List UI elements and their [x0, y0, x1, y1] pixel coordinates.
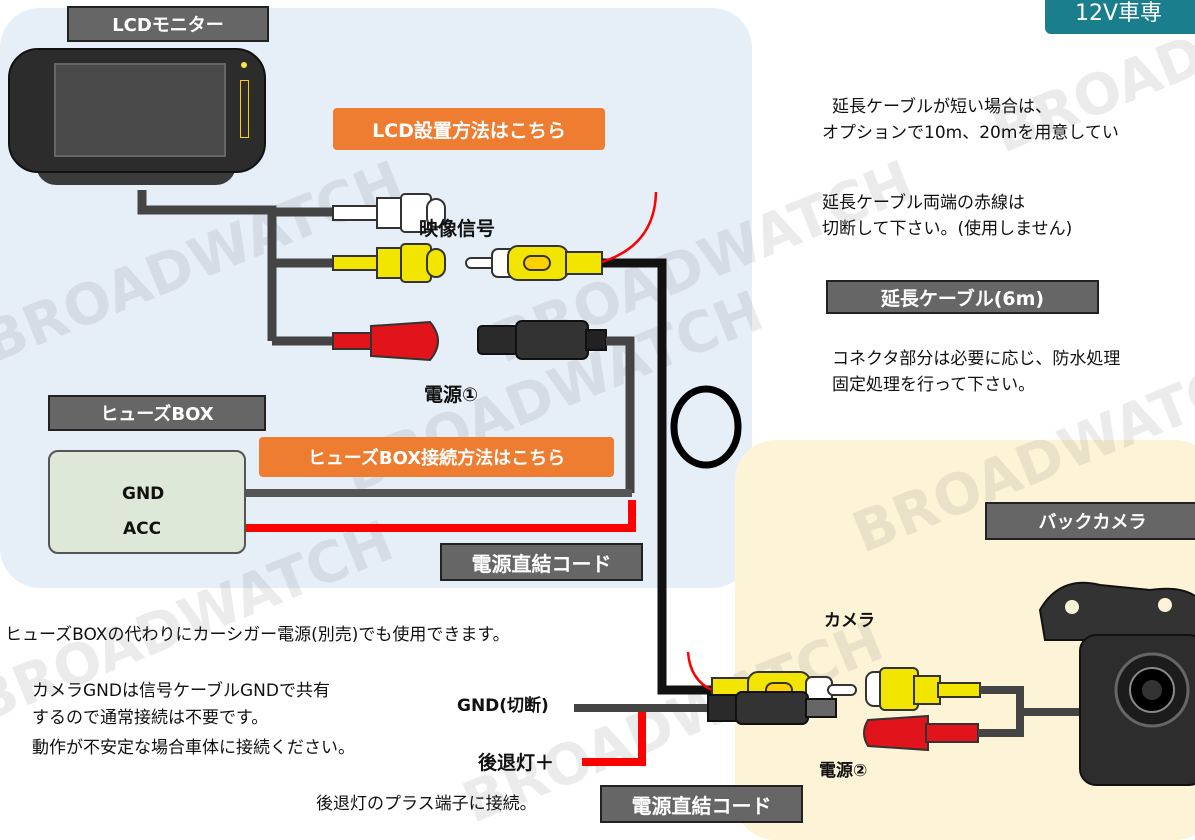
fuse-connect-link[interactable]: ヒューズBOX接続方法はこちら [259, 437, 614, 477]
back-camera-label: バックカメラ [985, 502, 1195, 540]
power-direct-cord-label: 電源直結コード [440, 543, 643, 581]
reverse-lamp-wire [582, 712, 646, 766]
camera-wires [978, 686, 1080, 737]
camera-yellow-rca [865, 667, 981, 711]
gnd-note-line2: するので通常接続は不要です。 [32, 708, 269, 728]
lcd-install-link[interactable]: LCD設置方法はこちら [333, 108, 605, 150]
black-dc-plug-bottom [574, 691, 837, 725]
extension-note-line2: オプションで10m、20mを用意してい [822, 123, 1119, 143]
wiring-diagram [137, 190, 1195, 786]
gnd-note-line1: カメラGNDは信号ケーブルGNDで共有 [32, 681, 330, 701]
red-power-female [332, 320, 439, 362]
power2-label: 電源② [819, 761, 868, 781]
cigar-socket-note: ヒューズBOXの代わりにカーシガー電源(別売)でも使用できます。 [5, 625, 510, 645]
video-signal-label: 映像信号 [419, 218, 496, 240]
extension-note-line1: 延長ケーブルが短い場合は、 [832, 97, 1052, 117]
power1-label: 電源① [424, 384, 479, 406]
power-direct-cord-label-2: 電源直結コード [600, 785, 803, 823]
gnd-note-line3: 動作が不安定な場合車体に接続ください。 [32, 738, 355, 758]
white-rca-connector [332, 193, 446, 233]
lcd-monitor [8, 40, 266, 190]
gnd-cut-label: GND(切断) [457, 696, 549, 716]
title-tag: 12V車専 [1045, 0, 1195, 34]
red-wire-note-line1: 延長ケーブル両端の赤線は [822, 193, 1025, 213]
gnd-label: GND [122, 484, 165, 504]
connector-note-line2: 固定処理を行って下さい。 [832, 375, 1036, 395]
lcd-monitor-label: LCDモニター [67, 6, 269, 42]
back-camera-illustration [1038, 581, 1195, 786]
red-wire-note-line2: 切断して下さい。(使用しません) [822, 219, 1073, 239]
connector-note-line1: コネクタ部分は必要に応じ、防水処理 [832, 349, 1121, 369]
fuse-box-label: ヒューズBOX [48, 395, 266, 431]
lcd-screen [54, 63, 226, 157]
monitor-buttons [240, 80, 249, 138]
camera-red-power [863, 714, 979, 752]
camera-label: カメラ [824, 611, 875, 631]
reverse-lamp-note: 後退灯のプラス端子に接続。 [316, 794, 537, 814]
yellow-rca-female [332, 243, 446, 283]
acc-label: ACC [123, 519, 162, 539]
black-dc-plug-top [477, 320, 607, 360]
extension-cable [601, 191, 742, 695]
yellow-rca-male-top [465, 245, 603, 281]
fuse-box [48, 450, 246, 554]
reverse-plus-label: 後退灯＋ [478, 752, 555, 774]
fuse-box-wires [180, 489, 636, 532]
monitor-wire [137, 190, 333, 346]
extension-cable-label: 延長ケーブル(6m) [826, 280, 1099, 314]
